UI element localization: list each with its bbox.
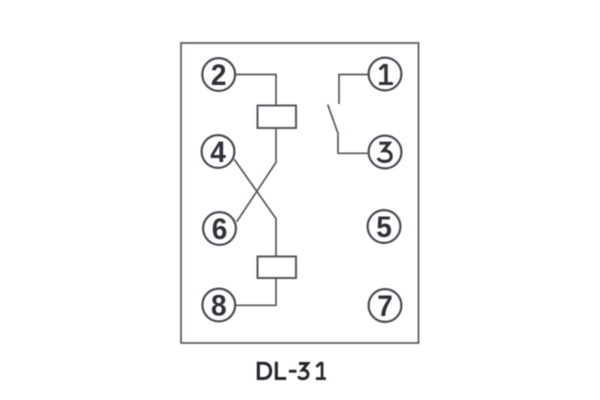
svg-text:5: 5 [376,211,392,244]
svg-text:4: 4 [210,136,226,169]
svg-text:2: 2 [211,59,227,92]
svg-text:7: 7 [377,290,393,323]
svg-text:6: 6 [212,213,228,246]
svg-text:8: 8 [211,290,227,323]
